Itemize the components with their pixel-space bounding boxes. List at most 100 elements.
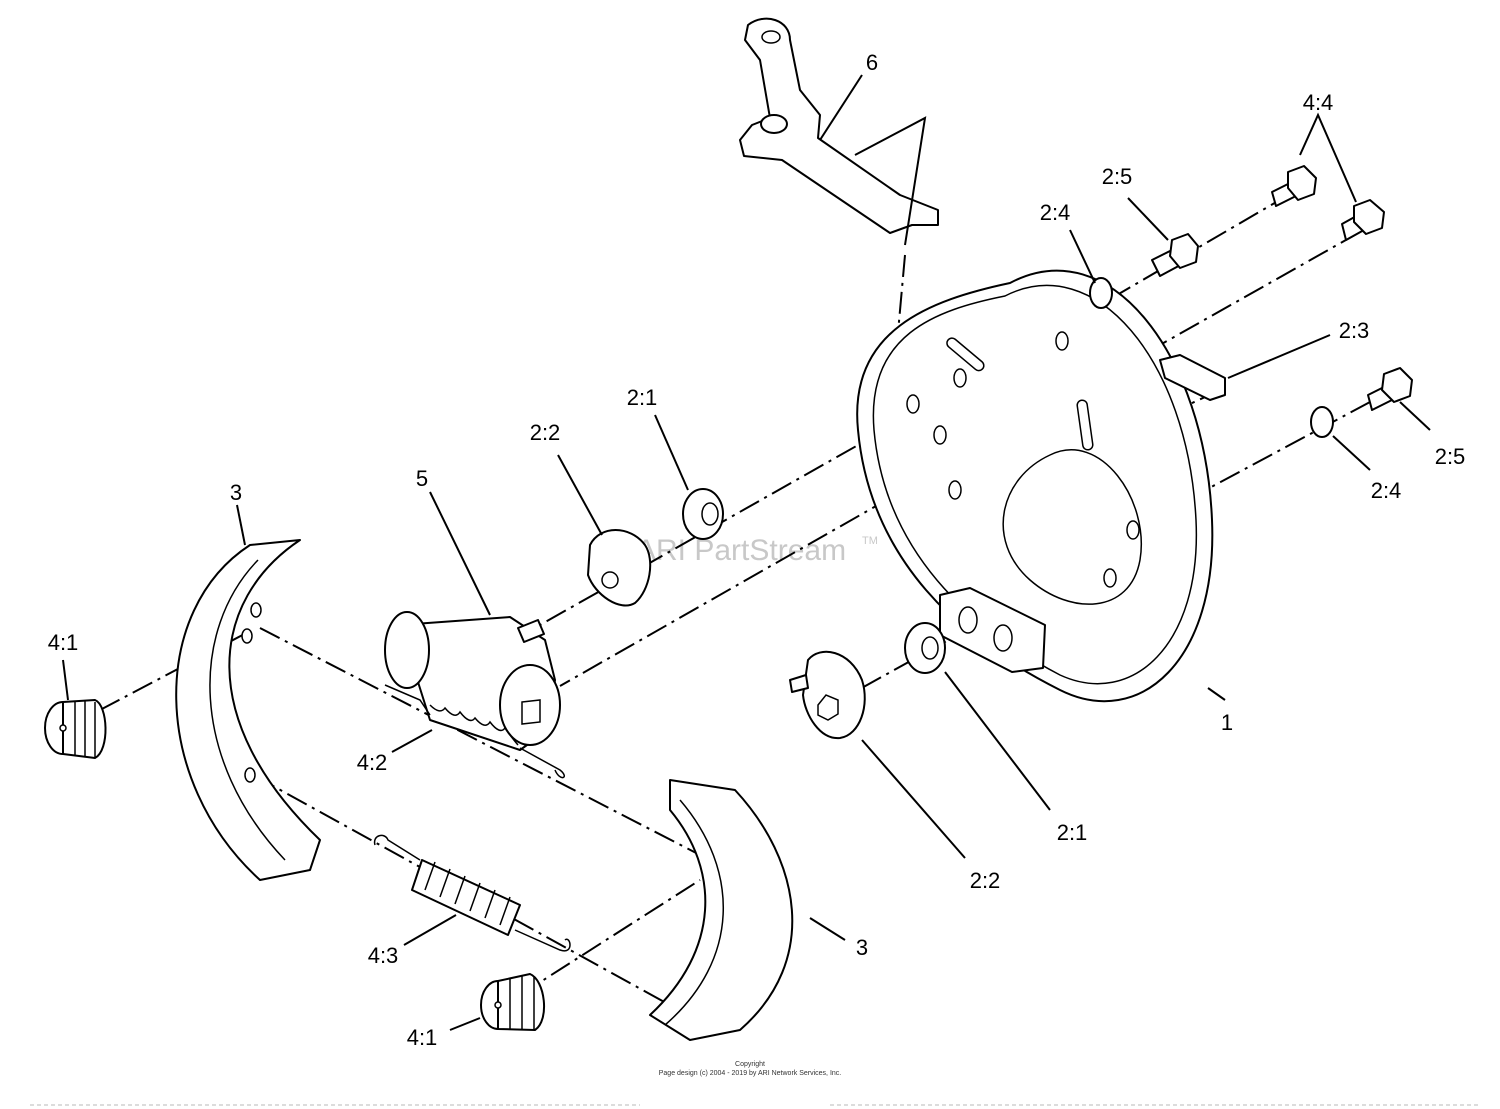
copyright-footer: Copyright Page design (c) 2004 - 2019 by…: [30, 1061, 1480, 1106]
backing-plate-hole: [948, 480, 962, 500]
copyright-notice: Page design (c) 2004 - 2019 by ARI Netwo…: [659, 1070, 842, 1077]
leader-1: [1207, 687, 1226, 701]
callout-2-2-lower: 2:2: [970, 868, 1001, 893]
callout-3-left: 3: [230, 480, 242, 505]
callout-2-4-upper: 2:4: [1040, 200, 1071, 225]
leader-5: [429, 491, 491, 616]
backing-plate-inner-edge: [872, 284, 1198, 685]
leader-6: [819, 74, 863, 141]
brake-shoe-right: [649, 779, 794, 1041]
leader-2-2-upper: [557, 454, 603, 536]
leader-2-5-lower: [1399, 401, 1431, 431]
backing-plate-hole: [1055, 331, 1069, 351]
centerline-bolt-lower: [1199, 401, 1371, 494]
lever-body: [739, 17, 939, 234]
lever-hole: [761, 30, 781, 44]
washers: [682, 277, 1334, 674]
hold-down-spring-body: [497, 973, 546, 1031]
leader-2-1-lower: [944, 671, 1051, 811]
backing-plate-hole: [906, 394, 920, 414]
washer-hole: [921, 636, 939, 660]
leader-4-1-left: [62, 659, 69, 701]
leader-lines: [62, 74, 1431, 1031]
lever-pivot-pin: [760, 114, 788, 134]
centerline-hold-down-bottom: [519, 879, 701, 996]
watermark-text: ARI PartStream: [636, 534, 846, 567]
callout-labels: 6 4:4 2:5 2:4 2:3 2:5 2:4 2:1 2:2 5 3 4:…: [48, 50, 1466, 1050]
backing-plate-hole: [953, 368, 967, 388]
brake-shoe-left-web: [209, 559, 286, 861]
callout-2-3: 2:3: [1339, 318, 1370, 343]
backing-plate-hole: [1103, 568, 1117, 588]
leader-2-2-lower: [861, 739, 966, 859]
leader-2-5-upper: [1127, 197, 1169, 241]
callout-4-2: 4:2: [357, 750, 388, 775]
hold-down-spring-bottom: [480, 973, 546, 1031]
callout-2-1-lower: 2:1: [1057, 820, 1088, 845]
wheel-cylinder-end-left: [384, 611, 430, 689]
spring-hook-left: [384, 684, 431, 716]
spring-hook-left: [373, 834, 421, 861]
spring-body: [411, 859, 521, 936]
adjuster-cam-hex: [601, 571, 619, 589]
lock-washer-lower: [1310, 406, 1334, 438]
backing-plate-slot: [1076, 399, 1094, 451]
callout-2-5-lower: 2:5: [1435, 444, 1466, 469]
centerline-upper-spring: [259, 627, 701, 856]
leader-4-1-bottom: [449, 1017, 481, 1031]
hold-down-coils: [509, 976, 535, 1030]
wheel-cylinder: [384, 611, 561, 751]
anchor-bracket: [1159, 354, 1226, 401]
watermark: ARI PartStream TM: [636, 534, 878, 567]
adjuster-cam-lower: [802, 650, 866, 740]
spring-coils: [429, 704, 519, 746]
return-spring-lower: [373, 834, 571, 952]
callout-2-4-lower: 2:4: [1371, 478, 1402, 503]
bolt-head-4-4-lower: [1353, 199, 1385, 235]
callout-4-1-bottom: 4:1: [407, 1025, 438, 1050]
backing-plate: [856, 269, 1214, 703]
spring-coils: [424, 861, 511, 926]
callout-3-right: 3: [856, 935, 868, 960]
adjuster-cam-hex: [817, 694, 839, 721]
callout-1: 1: [1221, 710, 1233, 735]
bolt-head-2-5-upper: [1169, 233, 1199, 269]
brake-shoe-left-hole: [250, 602, 262, 618]
leader-4-2: [391, 729, 433, 753]
spring-hook-right: [514, 929, 571, 952]
hold-down-pin: [494, 1001, 502, 1009]
brake-shoe-left: [175, 539, 321, 881]
callout-2-2-upper: 2:2: [530, 420, 561, 445]
hold-down-coils: [74, 700, 96, 758]
callout-2-5-upper: 2:5: [1102, 164, 1133, 189]
spring-hook-right: [519, 747, 565, 779]
abutment-hole: [993, 624, 1013, 652]
lock-washer-upper: [1089, 277, 1113, 309]
anchor-bracket-body: [1159, 354, 1226, 401]
brake-shoe-left-hole: [244, 767, 256, 783]
washer-hole: [701, 502, 719, 526]
copyright-label: Copyright: [735, 1061, 765, 1068]
callout-4-3: 4:3: [368, 943, 399, 968]
brake-shoe-left-lining: [175, 539, 321, 881]
leader-3-left: [236, 504, 246, 546]
bolts: [1151, 165, 1413, 411]
callout-6: 6: [866, 50, 878, 75]
hold-down-spring-left: [44, 699, 107, 759]
abutment-hole: [958, 606, 978, 634]
backing-plate-hole: [1126, 520, 1140, 540]
adjuster-cam-stud: [789, 674, 809, 693]
wheel-cylinder-bleeder: [517, 619, 545, 643]
adjuster-cam-upper: [587, 529, 652, 607]
leader-3-right: [809, 917, 846, 941]
backing-plate-slot: [946, 337, 985, 372]
brake-shoe-left-hole: [241, 628, 253, 644]
centerline-hold-down-left: [99, 629, 253, 711]
wheel-cylinder-port: [521, 699, 541, 725]
return-spring-upper: [384, 684, 565, 779]
leader-2-1-upper: [654, 414, 689, 491]
backing-plate-hole: [933, 425, 947, 445]
backing-plate-center-hole: [1002, 449, 1142, 605]
leader-2-4-lower: [1332, 435, 1371, 471]
